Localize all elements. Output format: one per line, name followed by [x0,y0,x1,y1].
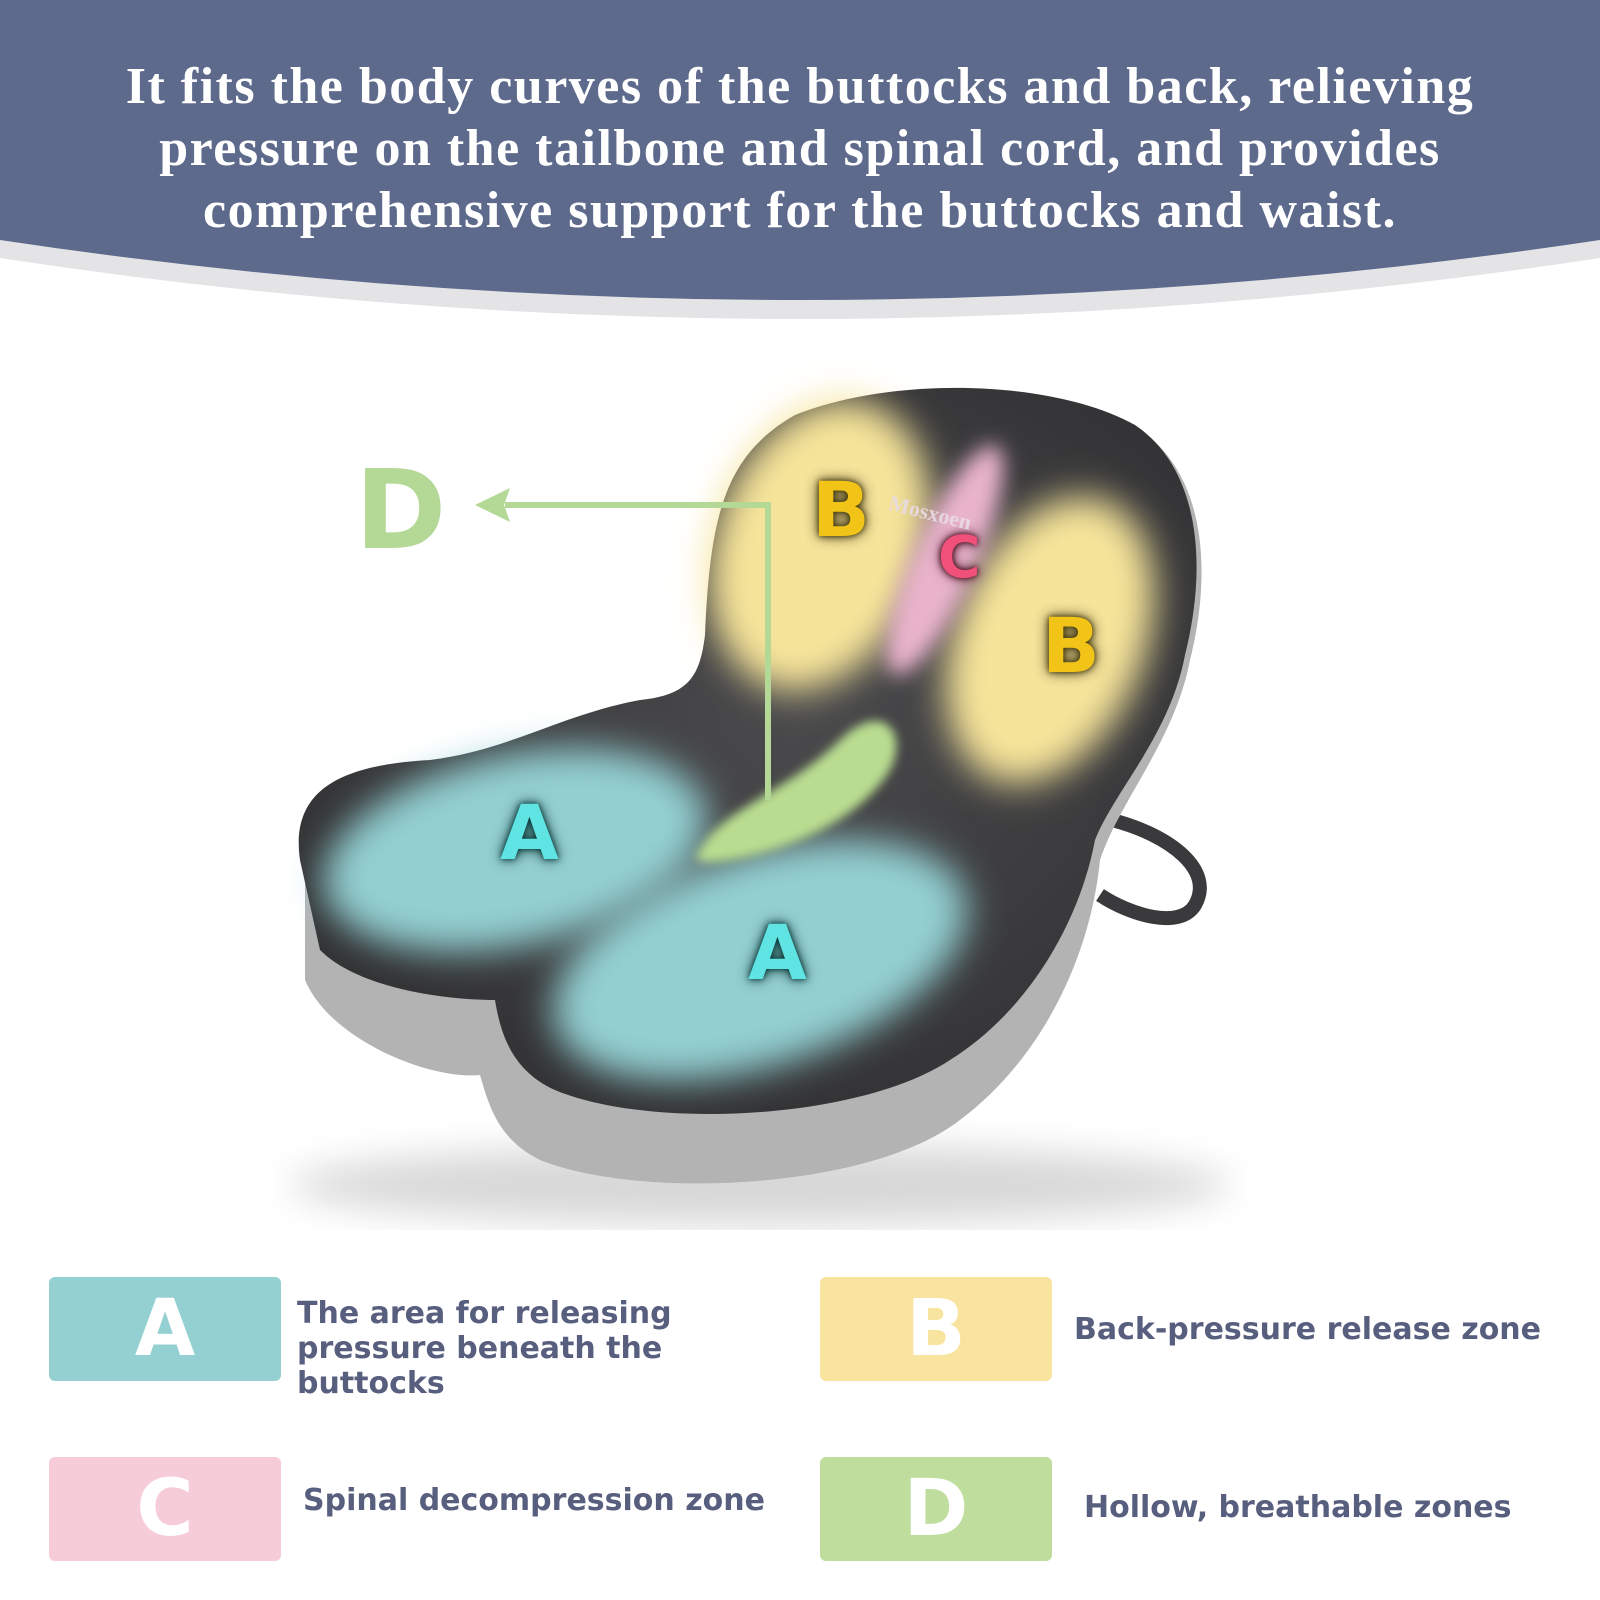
legend-letter-d: D [903,1464,969,1554]
zone-marker-b-right: B [1042,601,1100,690]
headline: It fits the body curves of the buttocks … [125,58,1475,239]
banner-background [0,0,1600,300]
zone-marker-a-right: A [748,908,807,997]
zone-marker-b-left: B [812,465,870,554]
legend-letter-a: A [134,1284,196,1374]
legend-box-c: C [49,1457,281,1561]
seat-cushion-illustration [290,387,1230,1225]
legend-box-a: A [49,1277,281,1381]
hollow-zone [696,721,897,862]
zone-marker-c: C [938,523,981,591]
header-banner [0,0,1600,319]
legend-box-d: D [820,1457,1052,1561]
legend-text-c: Spinal decompression zone [303,1483,765,1518]
legend-box-b: B [820,1277,1052,1381]
strap [1096,813,1207,926]
legend-text-a: The area for releasing pressure beneath … [297,1296,672,1401]
legend-text-b: Back-pressure release zone [1074,1312,1542,1347]
legend-letter-c: C [136,1464,194,1554]
legend-letter-b: B [906,1284,966,1374]
arrow-icon [475,488,510,522]
zone-marker-d: D [355,446,447,574]
zone-marker-a-left: A [500,788,559,877]
legend-text-d: Hollow, breathable zones [1084,1490,1512,1525]
